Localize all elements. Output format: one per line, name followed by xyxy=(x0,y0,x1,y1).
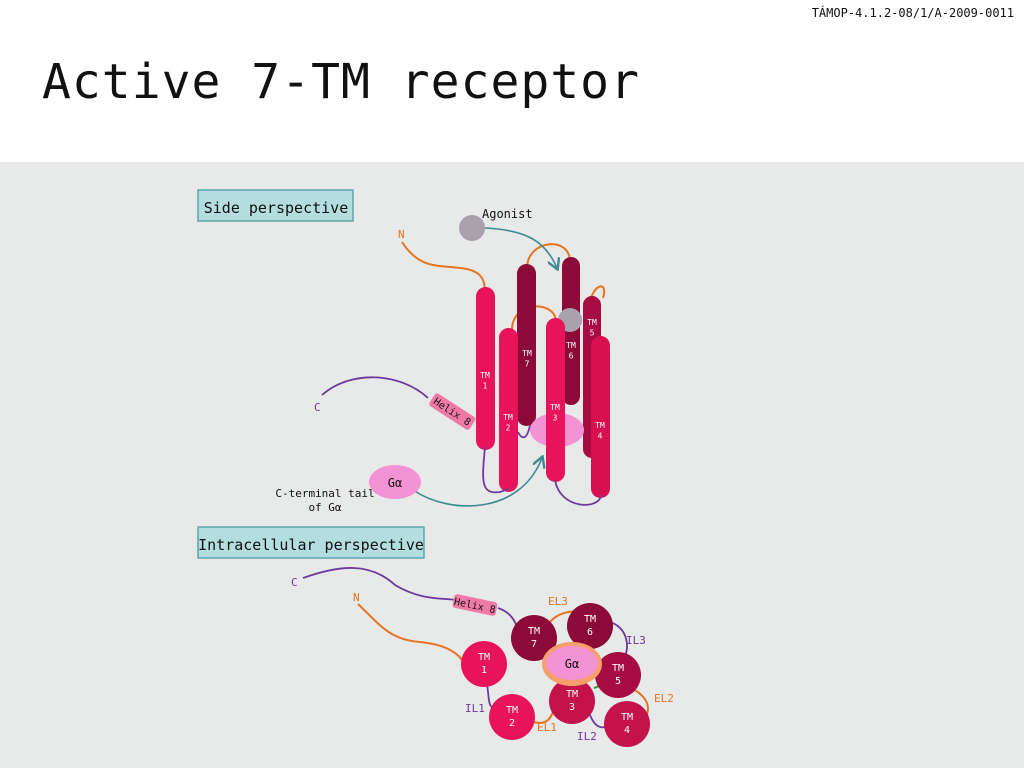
c-tail-label-2: of Gα xyxy=(308,501,341,514)
side-tm2 xyxy=(499,328,518,492)
side-tm1 xyxy=(476,287,495,450)
side-il1 xyxy=(482,446,509,494)
side-tm7 xyxy=(517,264,536,426)
side-c-terminus xyxy=(321,376,429,399)
intra-helix8 xyxy=(452,594,498,616)
side-el2a xyxy=(590,285,606,299)
side-c-label: C xyxy=(314,401,321,414)
side-n-label: N xyxy=(398,228,405,241)
side-el3 xyxy=(526,243,571,269)
intra-tm1 xyxy=(461,641,507,687)
il1-label: IL1 xyxy=(465,702,485,715)
intra-el1-loop xyxy=(532,711,554,724)
intra-c-label: C xyxy=(291,576,298,589)
side-tm3 xyxy=(546,318,565,482)
intra-tm6 xyxy=(567,603,613,649)
n-terminus-loop xyxy=(401,241,486,293)
intracellular-perspective: Intracellular perspective C Helix 8 N Gα xyxy=(197,526,674,747)
intra-label-box xyxy=(197,526,425,559)
intra-tm4 xyxy=(604,701,650,747)
side-galpha xyxy=(369,465,421,499)
intra-tm7 xyxy=(511,615,557,661)
el3-label: EL3 xyxy=(548,595,568,608)
side-il2a xyxy=(517,424,531,439)
slide-title: Active 7-TM receptor xyxy=(42,54,640,110)
agonist-arrow xyxy=(484,227,557,268)
side-helix8 xyxy=(429,393,476,430)
side-galpha-label: Gα xyxy=(388,476,402,490)
il2-label: IL2 xyxy=(577,730,597,743)
intra-galpha xyxy=(546,646,598,680)
el1-label: EL1 xyxy=(537,721,557,734)
side-section-label: Side perspective xyxy=(204,199,349,217)
side-label-box xyxy=(197,189,354,222)
intra-n-terminus xyxy=(357,603,463,661)
side-il2 xyxy=(554,479,602,506)
intra-n-label: N xyxy=(353,591,360,604)
intra-tm5 xyxy=(595,652,641,698)
agonist-ball xyxy=(459,215,485,241)
intra-galpha-label: Gα xyxy=(565,657,579,671)
galpha-arrow xyxy=(412,458,542,507)
intra-tm2 xyxy=(489,694,535,740)
intra-section-label: Intracellular perspective xyxy=(198,536,424,554)
il3-label: IL3 xyxy=(626,634,646,647)
intra-tm3 xyxy=(549,678,595,724)
el2-label: EL2 xyxy=(654,692,674,705)
agonist-label: Agonist xyxy=(482,207,533,221)
side-tm4 xyxy=(591,336,610,498)
intra-c-terminus xyxy=(302,567,459,601)
header-project-code: TÁMOP-4.1.2-08/1/A-2009-0011 xyxy=(811,6,1014,20)
c-tail-label-1: C-terminal tail xyxy=(275,487,374,500)
